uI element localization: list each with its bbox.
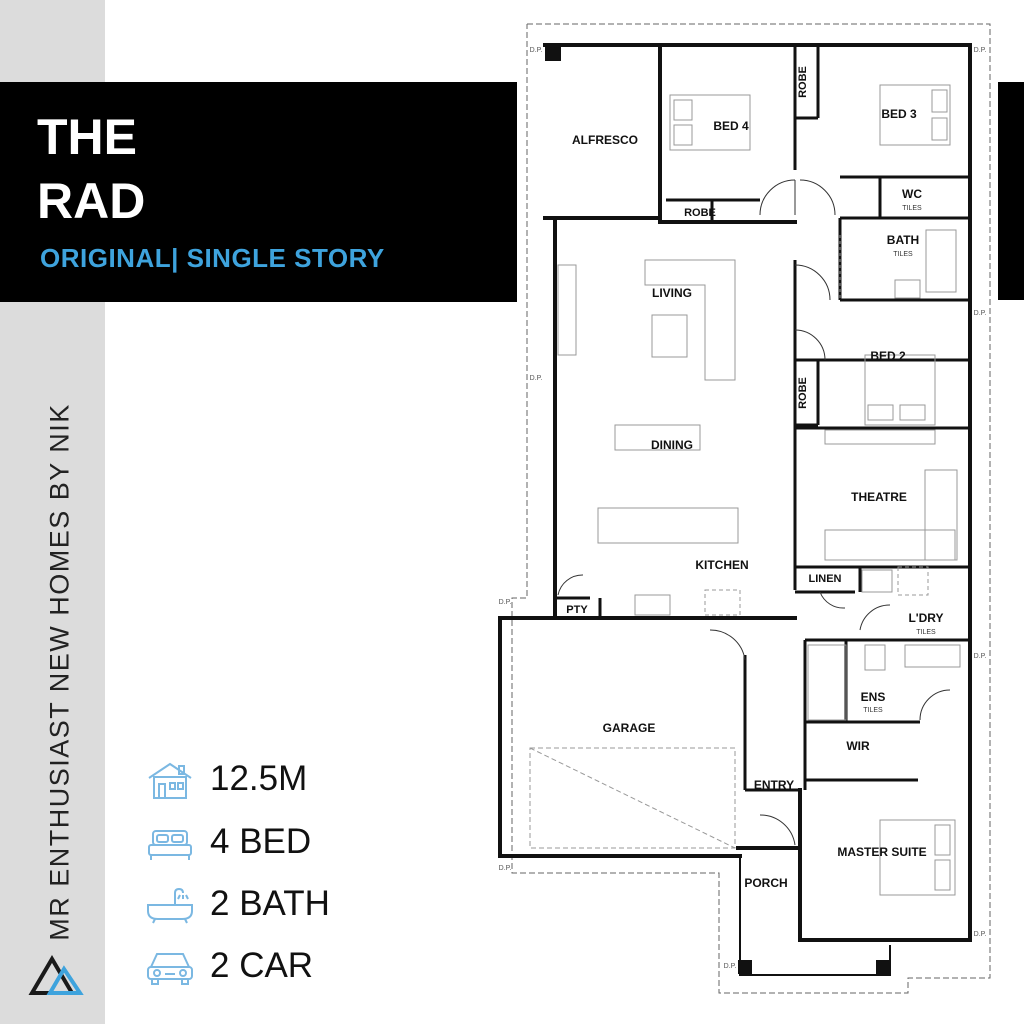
room-kitchen: KITCHEN [695,558,748,572]
doors [557,179,951,846]
car-icon [147,953,193,985]
svg-text:D.P.: D.P. [499,865,512,872]
room-theatre: THEATRE [851,490,907,504]
room-ensuite: ENS [861,690,886,704]
lot-boundary [511,23,991,994]
room-wir: WIR [846,739,870,753]
room-robe-bed4: ROBE [684,207,716,219]
spec-bathrooms-value: 2 BATH [210,884,330,923]
right-accent-bar [998,82,1024,300]
room-robe-bed3: ROBE [797,66,809,98]
room-pantry: PTY [566,604,588,616]
spec-bedrooms-value: 4 BED [210,822,312,861]
room-entry: ENTRY [754,778,794,792]
room-labels: ALFRESCO BED 4 BED 3 ROBE ROBE WC TILES … [566,66,943,890]
inner-walls [555,45,970,792]
spec-car-spaces-value: 2 CAR [210,946,314,985]
room-bath: BATH [887,233,919,247]
room-robe-bed2: ROBE [797,377,809,409]
room-master-suite: MASTER SUITE [837,845,926,859]
room-living: LIVING [652,286,692,300]
room-bed2: BED 2 [870,349,906,363]
title-banner: THE RAD [0,82,517,302]
svg-text:D.P.: D.P. [974,653,987,660]
house-icon [148,762,192,799]
svg-text:D.P.: D.P. [530,375,543,382]
svg-text:D.P.: D.P. [974,310,987,317]
furniture [529,84,961,896]
room-wc: WC [902,187,922,201]
bed-icon [148,830,192,860]
room-porch: PORCH [744,876,787,890]
svg-text:D.P.: D.P. [724,963,737,970]
room-alfresco: ALFRESCO [572,133,638,147]
svg-text:D.P.: D.P. [974,47,987,54]
title-line-2: RAD [37,173,146,229]
brand-logo-icon [28,955,84,995]
room-laundry-tiles: TILES [916,629,936,636]
room-linen: LINEN [809,573,842,585]
room-bed4: BED 4 [713,119,749,133]
room-garage: GARAGE [603,721,656,735]
title-line-1: THE [37,109,137,165]
room-bath-tiles: TILES [893,251,913,258]
room-ensuite-tiles: TILES [863,707,883,714]
spec-frontage-value: 12.5M [210,759,308,798]
svg-text:D.P.: D.P. [974,931,987,938]
subtitle: ORIGINAL| SINGLE STORY [40,243,385,273]
room-dining: DINING [651,438,693,452]
room-bed3: BED 3 [881,107,917,121]
room-wc-tiles: TILES [902,205,922,212]
porch-outline [739,856,891,976]
svg-text:D.P.: D.P. [499,599,512,606]
svg-text:D.P.: D.P. [530,47,543,54]
columns [545,45,890,974]
bathtub-icon [147,887,193,924]
downpipe-labels: D.P. D.P. D.P. D.P. D.P. D.P. D.P. D.P. … [499,47,987,970]
room-laundry: L'DRY [908,611,943,625]
outer-walls [498,43,972,942]
